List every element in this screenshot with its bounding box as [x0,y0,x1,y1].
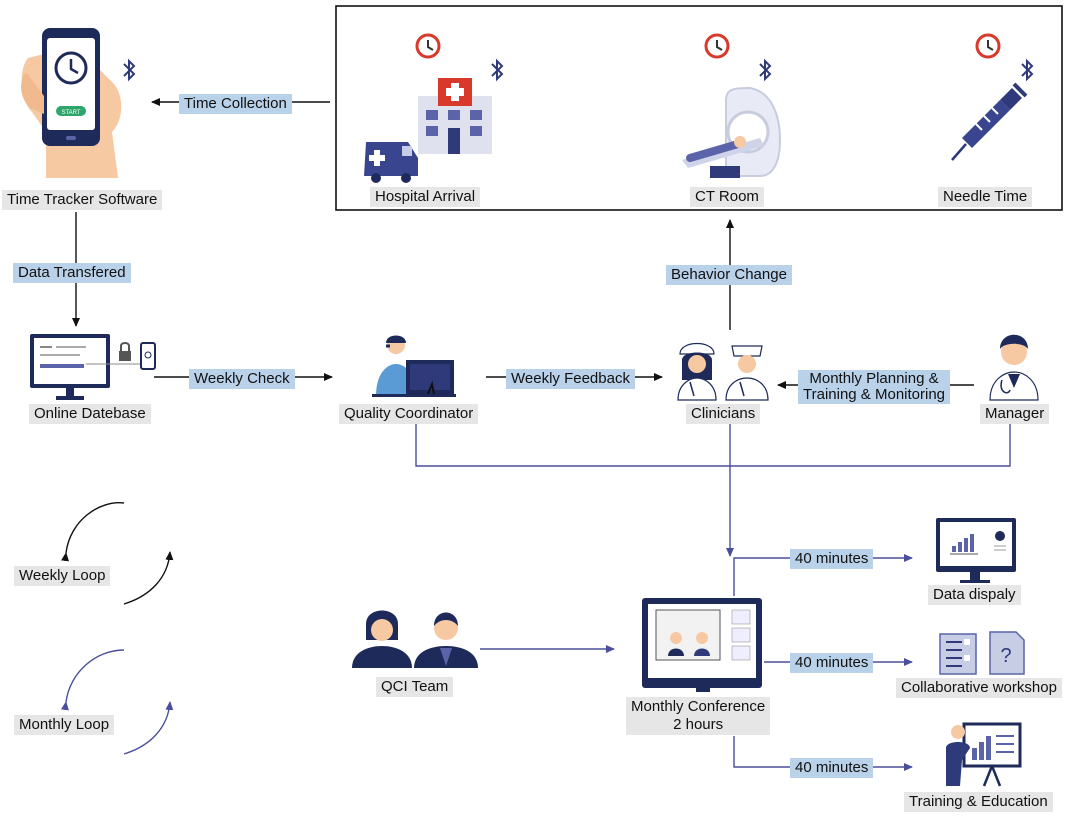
data-display-label: Data dispaly [928,585,1021,605]
checklist-question-icon: ? [939,631,1025,675]
clinicians-icon [677,342,769,401]
monthly-feedback-line [415,424,1011,467]
clinicians-label: Clinicians [686,404,761,424]
ct-room-label: CT Room [690,187,764,207]
manager-icon [989,334,1039,401]
quality-coordinator-icon [372,335,456,397]
syringe-icon [951,82,1028,161]
clock-icon [975,33,1001,59]
monthly-loop-label: Monthly Loop [14,715,115,735]
monthly-conference-line1: Monthly Conference [631,698,766,715]
time-tracker-label: Time Tracker Software [2,190,163,210]
monthly-loop-arc [123,701,174,755]
start-button-text: START [61,110,80,116]
monthly-loop-arc [60,649,125,711]
bluetooth-icon [1021,58,1034,82]
weekly-feedback-label: Weekly Feedback [506,369,635,389]
hospital-arrival-label: Hospital Arrival [370,187,481,207]
weekly-loop-arc [123,551,174,605]
bluetooth-icon [123,58,136,82]
minutes-label-1: 40 minutes [790,549,874,569]
training-education-label: Training & Education [904,792,1053,812]
clock-icon [415,33,441,59]
clock-icon [704,33,730,59]
online-database-label: Online Datebase [29,404,151,424]
time-collection-label: Time Collection [179,94,292,114]
monthly-conference-line2: 2 hours [673,716,724,733]
phone-hand-icon [21,28,122,178]
svg-text:?: ? [1000,645,1011,667]
data-display-icon [936,518,1016,583]
time-points-frame [335,5,1063,211]
weekly-check-label: Weekly Check [189,369,295,389]
weekly-loop-arc [61,502,125,562]
bluetooth-icon [491,58,504,82]
needle-time-label: Needle Time [938,187,1033,207]
monthly-planning-line1: Monthly Planning & [809,370,939,387]
database-monitor-icon [30,334,142,400]
monthly-planning-line2: Training & Monitoring [803,386,946,403]
monthly-planning-label: Monthly Planning & Training & Monitoring [798,370,951,404]
weekly-loop-label: Weekly Loop [14,566,111,586]
behavior-change-label: Behavior Change [666,265,792,285]
bluetooth-icon [759,58,772,82]
conference-monitor-icon [642,598,762,692]
qci-team-icon [352,610,478,668]
manager-label: Manager [980,404,1050,424]
presentation-board-icon [946,722,1022,787]
minutes-label-3: 40 minutes [790,758,874,778]
ambulance-icon [364,142,418,183]
qci-team-label: QCI Team [376,677,454,697]
minutes-label-2: 40 minutes [790,653,874,673]
lock-icon [119,342,131,361]
data-transferred-label: Data Transfered [13,263,131,283]
hospital-building-icon [418,78,492,154]
mobile-device-icon [140,342,156,370]
monthly-conference-label: Monthly Conference 2 hours [626,697,771,735]
quality-coordinator-label: Quality Coordinator [339,404,479,424]
ct-scanner-icon [682,86,782,178]
collaborative-workshop-label: Collaborative workshop [896,678,1062,698]
